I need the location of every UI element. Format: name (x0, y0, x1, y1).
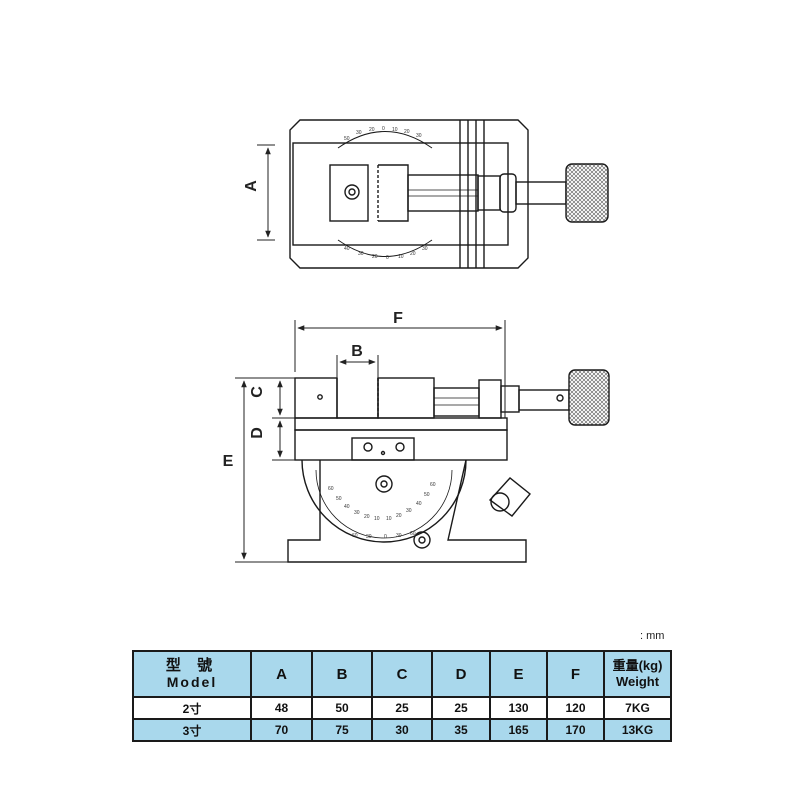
dimension-c-d (272, 377, 295, 461)
header-col-b: B (311, 650, 373, 698)
row-value-e: 130 (489, 696, 548, 720)
svg-text:30: 30 (396, 533, 402, 539)
svg-text:60: 60 (352, 533, 358, 539)
header-weight-en: Weight (615, 674, 660, 689)
dimension-b (336, 355, 379, 378)
header-model-en: Model (166, 674, 218, 690)
svg-text:20: 20 (364, 514, 370, 520)
header-weight: 重量(kg) Weight (603, 650, 672, 698)
side-view-degree-scale: 60 50 40 30 20 10 10 20 30 40 50 60 60 3… (328, 482, 436, 540)
side-view (287, 369, 610, 563)
row-value-d: 25 (431, 696, 491, 720)
svg-text:10: 10 (374, 516, 380, 522)
dimension-b-label: B (351, 343, 363, 360)
table-header-row: 型 號 Model A B C D E F 重量(kg) Weight (132, 650, 672, 698)
unit-label: : mm (640, 630, 665, 642)
header-col-f: F (546, 650, 605, 698)
svg-text:50: 50 (344, 136, 350, 142)
row-value-b: 75 (311, 718, 373, 742)
top-view (289, 119, 609, 269)
svg-text:20: 20 (372, 254, 378, 260)
svg-text:0: 0 (382, 126, 385, 132)
header-weight-cn: 重量(kg) (612, 658, 663, 673)
header-col-e: E (489, 650, 548, 698)
row-value-a: 70 (250, 718, 313, 742)
svg-text:20: 20 (369, 127, 375, 133)
row-weight: 7KG (603, 696, 672, 720)
dimension-a-label: A (243, 180, 260, 192)
svg-text:20: 20 (410, 251, 416, 257)
dimension-d-label: D (249, 427, 266, 439)
header-col-c: C (371, 650, 433, 698)
svg-text:60: 60 (410, 531, 416, 537)
dimension-e (235, 377, 288, 563)
svg-text:30: 30 (422, 246, 428, 252)
svg-text:40: 40 (344, 504, 350, 510)
svg-text:50: 50 (336, 496, 342, 502)
header-col-d: D (431, 650, 491, 698)
svg-text:50: 50 (424, 492, 430, 498)
row-value-f: 170 (546, 718, 605, 742)
svg-text:10: 10 (398, 254, 404, 260)
row-value-a: 48 (250, 696, 313, 720)
header-col-a: A (250, 650, 313, 698)
row-value-f: 120 (546, 696, 605, 720)
dimension-e-label: E (223, 453, 234, 470)
svg-text:30: 30 (416, 133, 422, 139)
svg-text:10: 10 (386, 516, 392, 522)
dimension-f-label: F (393, 310, 403, 327)
dimension-c-label: C (249, 386, 266, 398)
svg-text:40: 40 (416, 501, 422, 507)
svg-text:60: 60 (430, 482, 436, 488)
table-row: 3寸 70 75 30 35 165 170 13KG (132, 718, 672, 742)
svg-text:10: 10 (392, 127, 398, 133)
table-row: 2寸 48 50 25 25 130 120 7KG (132, 696, 672, 720)
row-value-d: 35 (431, 718, 491, 742)
row-value-b: 50 (311, 696, 373, 720)
vise-technical-drawing: 50 30 20 0 10 20 30 40 30 20 0 10 20 30 … (223, 119, 610, 563)
svg-text:40: 40 (344, 246, 350, 252)
header-model: 型 號 Model (132, 650, 252, 698)
row-weight: 13KG (603, 718, 672, 742)
svg-text:30: 30 (366, 534, 372, 540)
row-value-e: 165 (489, 718, 548, 742)
dimension-a (257, 144, 275, 241)
svg-text:30: 30 (358, 251, 364, 257)
row-value-c: 25 (371, 696, 433, 720)
row-model: 2寸 (132, 696, 252, 720)
svg-text:60: 60 (328, 486, 334, 492)
dimension-f (294, 320, 506, 418)
svg-text:30: 30 (354, 510, 360, 516)
svg-text:30: 30 (406, 508, 412, 514)
svg-text:20: 20 (404, 129, 410, 135)
svg-text:0: 0 (386, 255, 389, 261)
spec-table: 型 號 Model A B C D E F 重量(kg) Weight 2寸 4… (132, 650, 672, 742)
svg-text:0: 0 (384, 534, 387, 540)
top-view-degree-scale: 50 30 20 0 10 20 30 40 30 20 0 10 20 30 (344, 126, 428, 261)
svg-text:30: 30 (356, 130, 362, 136)
row-model: 3寸 (132, 718, 252, 742)
header-model-cn: 型 號 (165, 657, 219, 674)
row-value-c: 30 (371, 718, 433, 742)
svg-text:20: 20 (396, 513, 402, 519)
